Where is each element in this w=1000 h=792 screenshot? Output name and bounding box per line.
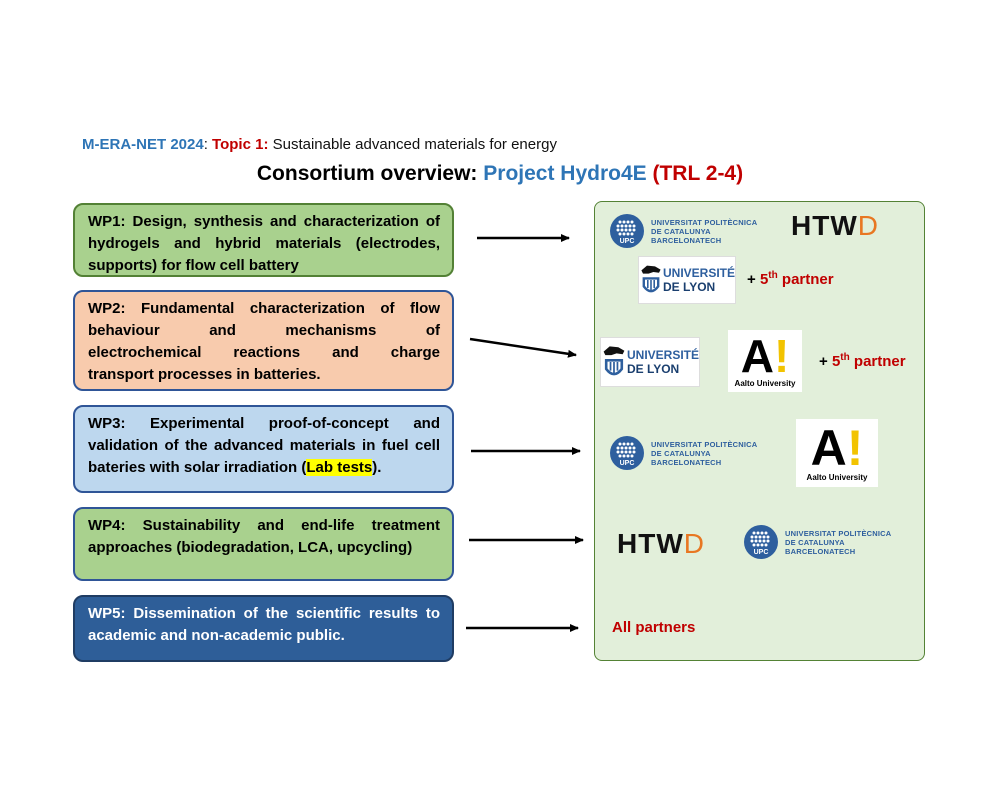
title-project: Project Hydro4E bbox=[483, 162, 647, 185]
wp2-line: transport processes in batteries. bbox=[88, 366, 321, 383]
upc-seal-icon: UPC bbox=[610, 214, 644, 248]
topic-label: Topic 1: bbox=[212, 136, 269, 153]
upc-name: UNIVERSITAT POLITÈCNICA DE CATALUNYA BAR… bbox=[651, 440, 757, 467]
program-name: M-ERA-NET 2024 bbox=[82, 136, 204, 153]
upc-seal-text: UPC bbox=[754, 549, 769, 556]
wp5-box: WP5: Dissemination of the scientific res… bbox=[73, 595, 454, 662]
wp3-text-end: ). bbox=[372, 459, 382, 476]
wp2-box: WP2: Fundamental characterization of flo… bbox=[73, 290, 454, 391]
lyon-logo: UNIVERSITÉ DE LYON bbox=[600, 337, 700, 387]
fifth-plus: + bbox=[819, 353, 832, 370]
upc-line: BARCELONATECH bbox=[785, 546, 856, 556]
upc-seal-text: UPC bbox=[620, 460, 635, 467]
aalto-mark: A! bbox=[728, 333, 802, 379]
htwd-logo: HTWD bbox=[617, 530, 705, 558]
wp5-text: WP5: Dissemination of the scientific res… bbox=[88, 605, 440, 644]
lion-icon bbox=[603, 346, 625, 376]
fifth-sup: th bbox=[768, 270, 778, 281]
wp2-line: WP2: Fundamental characterization of flo… bbox=[88, 300, 440, 317]
title-prefix: Consortium overview: bbox=[256, 162, 484, 185]
upc-line: UNIVERSITAT POLITÈCNICA bbox=[651, 217, 758, 227]
header-line: M-ERA-NET 2024: Topic 1: Sustainable adv… bbox=[82, 136, 557, 153]
fifth-partner-label: + 5th partner bbox=[747, 270, 834, 288]
fifth-suffix: partner bbox=[777, 271, 834, 288]
lyon-line: DE LYON bbox=[626, 362, 680, 376]
upc-line: BARCELONATECH bbox=[651, 235, 722, 245]
topic-text: Sustainable advanced materials for energ… bbox=[268, 136, 557, 153]
aalto-a: A bbox=[740, 330, 774, 382]
fifth-num: 5 bbox=[759, 271, 769, 288]
wp2-line: electrochemical reactions and charge bbox=[88, 344, 440, 361]
upc-logo: UPC UNIVERSITAT POLITÈCNICA DE CATALUNYA… bbox=[609, 435, 757, 471]
wp2-line: behaviour and mechanisms of bbox=[88, 322, 440, 339]
upc-name: UNIVERSITAT POLITÈCNICA DE CATALUNYA BAR… bbox=[651, 218, 757, 245]
wp3-highlight: Lab tests bbox=[306, 459, 373, 476]
lyon-name: UNIVERSITÉ DE LYON bbox=[663, 266, 735, 294]
htwd-text: HTW bbox=[617, 528, 684, 559]
page-title: Consortium overview: Project Hydro4E (TR… bbox=[0, 162, 1000, 186]
aalto-mark: A! bbox=[796, 423, 878, 473]
all-partners-label: All partners bbox=[612, 619, 696, 636]
wp1-text: WP1: Design, synthesis and characterizat… bbox=[88, 213, 440, 274]
header-separator: : bbox=[203, 136, 213, 153]
aalto-a: A bbox=[810, 420, 847, 476]
aalto-excl: ! bbox=[773, 330, 790, 382]
upc-line: UNIVERSITAT POLITÈCNICA bbox=[785, 528, 892, 538]
upc-name: UNIVERSITAT POLITÈCNICA DE CATALUNYA BAR… bbox=[785, 529, 891, 556]
aalto-name: Aalto University bbox=[734, 379, 796, 388]
wp4-text: WP4: Sustainability and end-life treatme… bbox=[88, 517, 440, 556]
upc-logo: UPC UNIVERSITAT POLITÈCNICA DE CATALUNYA… bbox=[609, 213, 757, 249]
aalto-excl: ! bbox=[846, 420, 864, 476]
aalto-logo: A! Aalto University bbox=[728, 330, 802, 392]
upc-line: UNIVERSITAT POLITÈCNICA bbox=[651, 439, 758, 449]
aalto-logo: A! Aalto University bbox=[796, 419, 878, 487]
fifth-plus: + bbox=[747, 271, 760, 288]
fifth-sup: th bbox=[840, 352, 850, 363]
htwd-logo: HTWD bbox=[791, 212, 879, 240]
upc-line: DE CATALUNYA bbox=[651, 226, 711, 236]
upc-line: DE CATALUNYA bbox=[785, 537, 845, 547]
title-trl: (TRL 2-4) bbox=[646, 162, 744, 185]
wp3-box: WP3: Experimental proof-of-concept and v… bbox=[73, 405, 454, 493]
fifth-num: 5 bbox=[831, 353, 841, 370]
lion-icon bbox=[641, 265, 661, 293]
htwd-d: D bbox=[857, 210, 879, 241]
upc-logo: UPC UNIVERSITAT POLITÈCNICA DE CATALUNYA… bbox=[743, 524, 891, 560]
fifth-suffix: partner bbox=[849, 353, 906, 370]
wp4-box: WP4: Sustainability and end-life treatme… bbox=[73, 507, 454, 581]
upc-seal-text: UPC bbox=[620, 238, 635, 245]
fifth-partner-label: + 5th partner bbox=[819, 352, 906, 370]
aalto-name: Aalto University bbox=[806, 473, 868, 482]
lyon-line: UNIVERSITÉ bbox=[662, 266, 735, 280]
wp2-arrow bbox=[469, 337, 577, 358]
wp1-box: WP1: Design, synthesis and characterizat… bbox=[73, 203, 454, 277]
htwd-d: D bbox=[683, 528, 705, 559]
lyon-logo: UNIVERSITÉ DE LYON bbox=[638, 256, 736, 304]
upc-line: DE CATALUNYA bbox=[651, 448, 711, 458]
upc-seal-icon: UPC bbox=[744, 525, 778, 559]
wp3-text: WP3: Experimental proof-of-concept and v… bbox=[88, 415, 440, 476]
upc-seal-icon: UPC bbox=[610, 436, 644, 470]
lyon-name: UNIVERSITÉ DE LYON bbox=[627, 348, 699, 376]
lyon-line: DE LYON bbox=[662, 280, 716, 294]
htwd-text: HTW bbox=[791, 210, 858, 241]
upc-line: BARCELONATECH bbox=[651, 457, 722, 467]
lyon-line: UNIVERSITÉ bbox=[626, 348, 699, 362]
